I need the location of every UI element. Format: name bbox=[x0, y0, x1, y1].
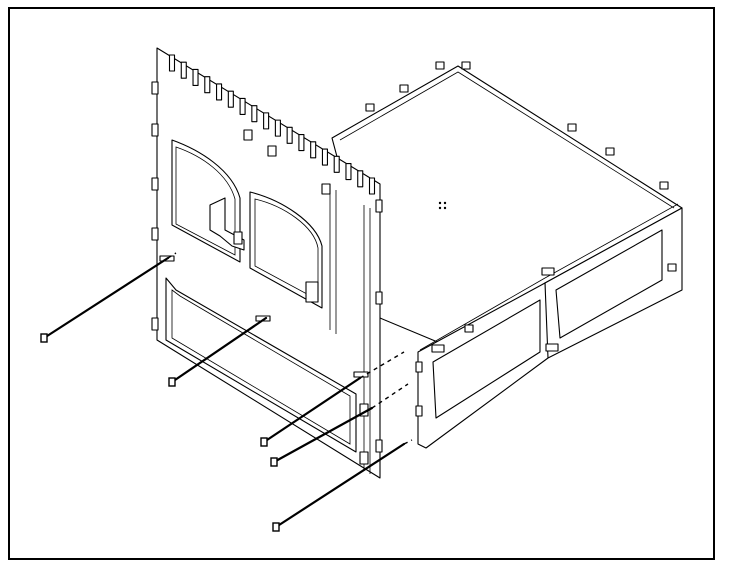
panel-edge-tabs bbox=[151, 81, 383, 453]
comb-slot bbox=[251, 105, 258, 123]
fastener-guide bbox=[359, 351, 405, 379]
fastener-guide bbox=[167, 252, 177, 259]
box-window-right bbox=[555, 229, 663, 339]
panel-arch-window-left bbox=[171, 139, 241, 263]
box-window-left bbox=[432, 299, 541, 419]
fastener-rod bbox=[170, 316, 268, 384]
fastener-rod bbox=[274, 442, 406, 529]
fastener-rod bbox=[42, 256, 170, 340]
comb-slot bbox=[310, 141, 317, 159]
fastener-head bbox=[272, 522, 280, 532]
fastener-rod bbox=[262, 376, 362, 444]
comb-slot bbox=[321, 148, 328, 166]
fastener-head bbox=[260, 437, 268, 447]
comb-slot bbox=[357, 170, 364, 188]
fasteners bbox=[40, 252, 413, 532]
box-screw-holes bbox=[438, 201, 447, 210]
panel-arch-window-right bbox=[249, 191, 323, 309]
comb-slot bbox=[168, 54, 176, 72]
fastener-guide bbox=[403, 439, 413, 445]
comb-slot bbox=[368, 177, 376, 195]
comb-slot bbox=[286, 126, 293, 144]
panel-lower-opening bbox=[165, 277, 357, 453]
comb-slot bbox=[333, 155, 340, 173]
fastener-head bbox=[168, 377, 176, 387]
comb-slot bbox=[239, 97, 246, 115]
fastener-head bbox=[270, 457, 278, 467]
comb-slot bbox=[345, 162, 352, 181]
fastener-head bbox=[40, 333, 48, 343]
box-left-face bbox=[417, 282, 549, 449]
box-tabs bbox=[365, 61, 677, 417]
box-enclosure bbox=[331, 61, 683, 449]
fastener-rod bbox=[272, 406, 374, 464]
comb-slot bbox=[227, 90, 234, 108]
comb-slot bbox=[298, 134, 305, 152]
back-panel bbox=[151, 47, 383, 479]
comb-slot bbox=[204, 76, 211, 94]
box-rim bbox=[339, 71, 675, 209]
panel-comb-slots bbox=[168, 54, 376, 195]
comb-slot bbox=[192, 68, 199, 87]
comb-slot bbox=[274, 119, 281, 137]
box-rim-front bbox=[419, 203, 679, 351]
comb-slot bbox=[216, 83, 223, 101]
comb-slot bbox=[180, 61, 187, 79]
comb-slot bbox=[263, 112, 270, 130]
